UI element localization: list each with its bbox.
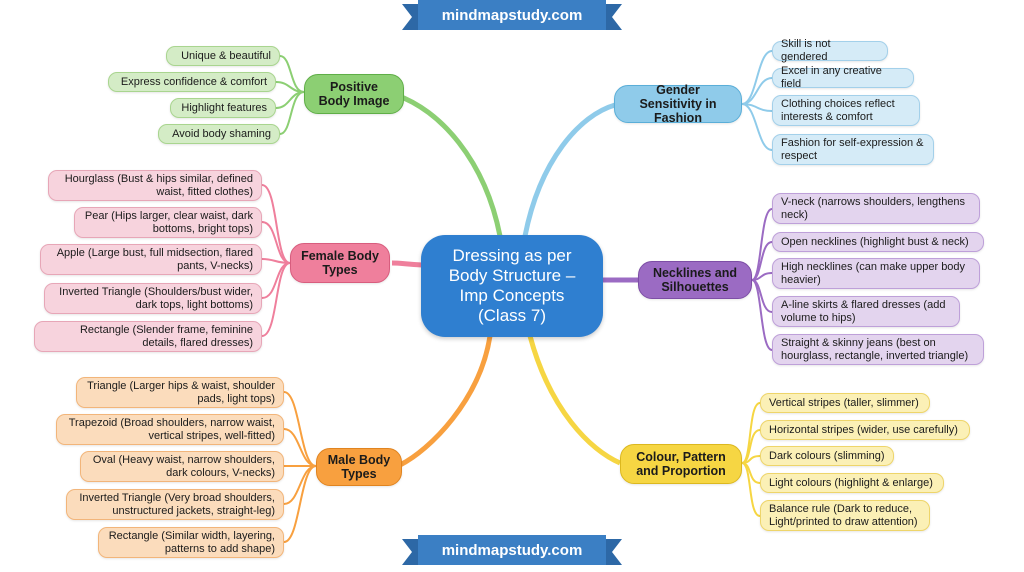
branch-gender-sensitivity: Gender Sensitivity in Fashion xyxy=(614,83,742,125)
leaf-positive-2: Express confidence & comfort xyxy=(108,72,276,92)
leaf-colour-3: Dark colours (slimming) xyxy=(760,446,894,466)
leaf-female-3: Apple (Large bust, full midsection, flar… xyxy=(40,244,262,275)
leaf-necklines-2: Open necklines (highlight bust & neck) xyxy=(772,232,984,252)
leaf-colour-1: Vertical stripes (taller, slimmer) xyxy=(760,393,930,413)
leaf-necklines-5: Straight & skinny jeans (best on hourgla… xyxy=(772,334,984,365)
leaf-gender-1: Skill is not gendered xyxy=(772,38,888,63)
branch-colour-pattern-proportion: Colour, Pattern and Proportion xyxy=(620,444,742,484)
link-center-gender xyxy=(522,102,616,237)
leaf-positive-4: Avoid body shaming xyxy=(158,124,280,144)
leaf-gender-3: Clothing choices reflect interests & com… xyxy=(772,95,920,126)
leaf-colour-5: Balance rule (Dark to reduce, Light/prin… xyxy=(760,500,930,531)
leaf-male-1: Triangle (Larger hips & waist, shoulder … xyxy=(76,377,284,408)
banner-bottom-text: mindmapstudy.com xyxy=(418,535,606,565)
leaf-colour-2: Horizontal stripes (wider, use carefully… xyxy=(760,420,970,440)
leaf-female-1: Hourglass (Bust & hips similar, defined … xyxy=(48,170,262,201)
leaf-female-5: Rectangle (Slender frame, feminine detai… xyxy=(34,321,262,352)
leaf-male-3: Oval (Heavy waist, narrow shoulders, dar… xyxy=(80,451,284,482)
leaf-positive-3: Highlight features xyxy=(170,98,276,118)
leaf-female-2: Pear (Hips larger, clear waist, dark bot… xyxy=(74,207,262,238)
central-topic: Dressing as per Body Structure – Imp Con… xyxy=(421,235,603,337)
banner-top: mindmapstudy.com xyxy=(402,0,622,30)
branch-male-body-types: Male Body Types xyxy=(316,448,402,486)
banner-bottom: mindmapstudy.com xyxy=(402,535,622,565)
banner-top-text: mindmapstudy.com xyxy=(418,0,606,30)
leaf-male-2: Trapezoid (Broad shoulders, narrow waist… xyxy=(56,414,284,445)
links-necklines xyxy=(751,208,773,351)
links-female xyxy=(261,184,291,337)
link-center-colour xyxy=(527,335,622,466)
links-positive xyxy=(275,55,305,135)
leaf-positive-1: Unique & beautiful xyxy=(166,46,280,66)
leaf-necklines-4: A-line skirts & flared dresses (add volu… xyxy=(772,296,960,327)
branch-necklines-silhouettes: Necklines and Silhouettes xyxy=(638,261,752,299)
link-center-male xyxy=(398,335,493,468)
links-colour xyxy=(741,402,761,517)
leaf-necklines-3: High necklines (can make upper body heav… xyxy=(772,258,980,289)
leaf-gender-4: Fashion for self-expression & respect xyxy=(772,134,934,165)
leaf-male-4: Inverted Triangle (Very broad shoulders,… xyxy=(66,489,284,520)
branch-female-body-types: Female Body Types xyxy=(290,243,390,283)
link-center-positive xyxy=(395,92,503,237)
links-gender xyxy=(741,50,773,151)
leaf-necklines-1: V-neck (narrows shoulders, lengthens nec… xyxy=(772,193,980,224)
leaf-gender-2: Excel in any creative field xyxy=(772,65,914,90)
leaf-male-5: Rectangle (Similar width, layering, patt… xyxy=(98,527,284,558)
link-center-female xyxy=(391,260,423,268)
leaf-female-4: Inverted Triangle (Shoulders/bust wider,… xyxy=(44,283,262,314)
leaf-colour-4: Light colours (highlight & enlarge) xyxy=(760,473,944,493)
links-male xyxy=(283,391,317,543)
branch-positive-body-image: Positive Body Image xyxy=(304,74,404,114)
